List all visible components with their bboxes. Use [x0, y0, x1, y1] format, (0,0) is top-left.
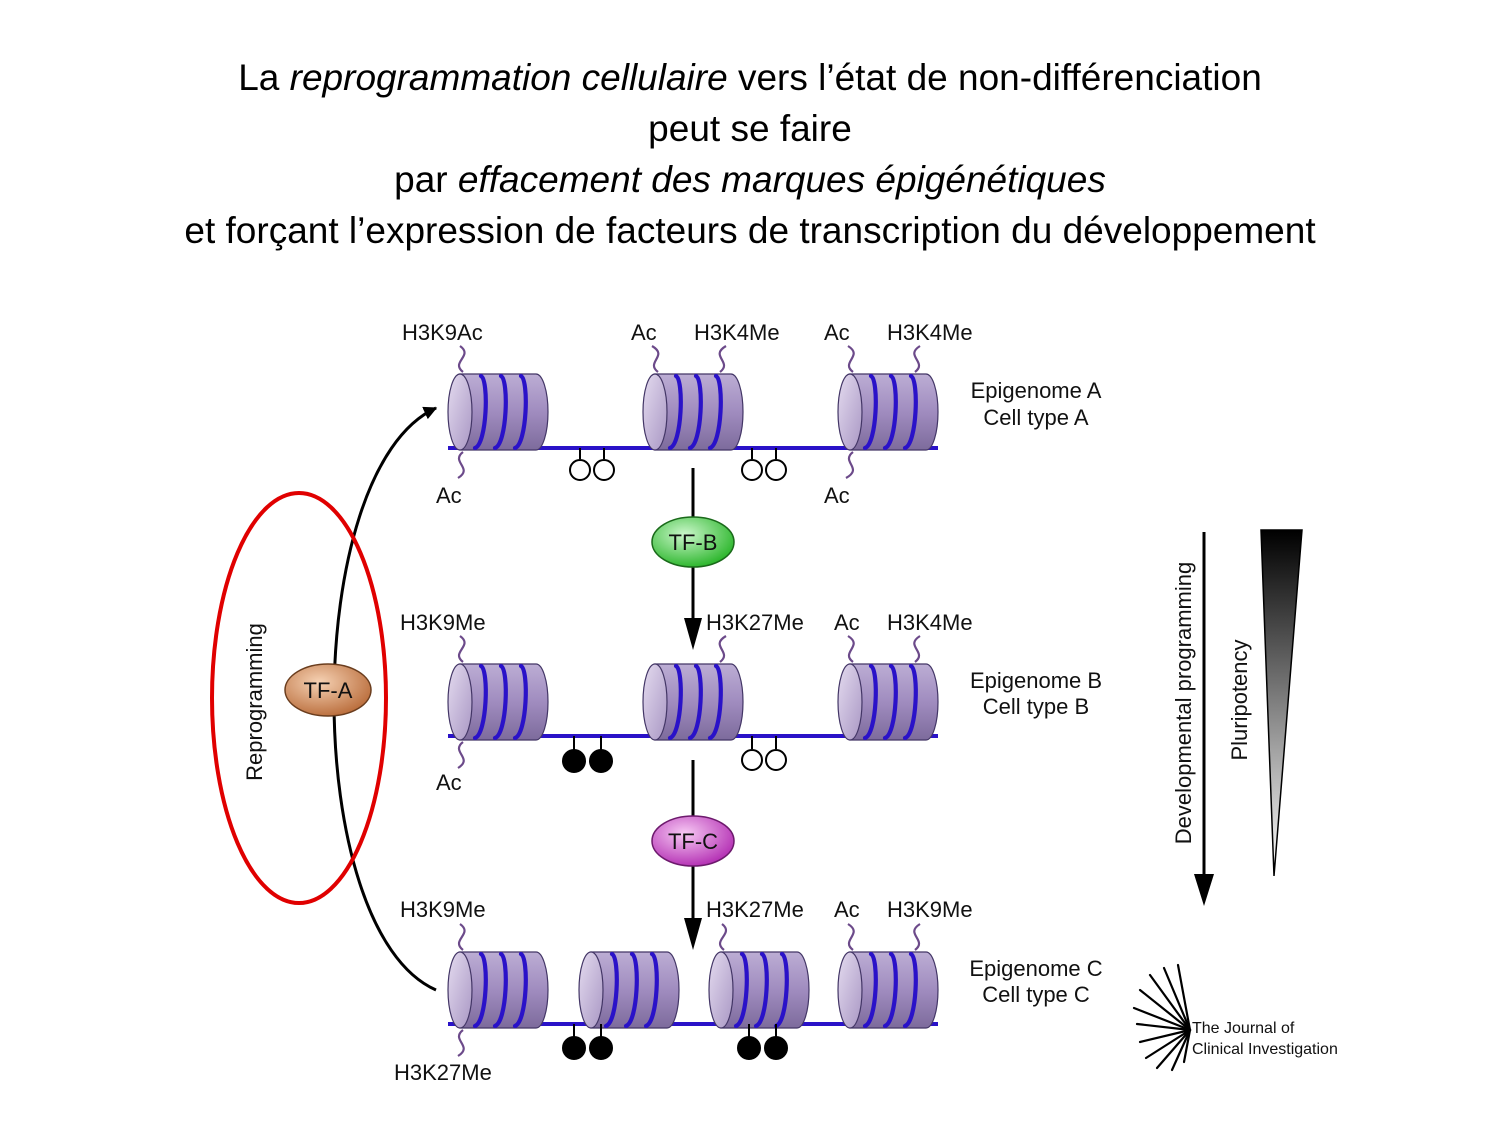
- histone-tails-c: [457, 923, 921, 1057]
- cell-type-a-label: Cell type A: [983, 405, 1088, 430]
- epigenome-a-row: H3K9Ac Ac Ac H3K4Me Ac H3K4Me Ac Epigeno…: [402, 320, 1102, 508]
- mark-b-h3k27me: H3K27Me: [706, 610, 804, 635]
- developmental-arrowhead: [1194, 874, 1214, 906]
- unmethylated-cpg-a: [569, 448, 787, 481]
- reprogramming-label: Reprogramming: [242, 623, 267, 781]
- nucleosome-c1: [448, 952, 548, 1028]
- mark-c-h3k27me-bottom: H3K27Me: [394, 1060, 492, 1085]
- cpg-b: [562, 736, 787, 773]
- methylated-cpg-c: [562, 1024, 788, 1060]
- developmental-axis: Developmental programming Pluripotency: [1171, 529, 1303, 906]
- cell-type-b-label: Cell type B: [983, 694, 1089, 719]
- jci-burst-icon: [1132, 963, 1192, 1072]
- epigenome-c-label: Epigenome C: [969, 956, 1102, 981]
- mark-a-ac-3: Ac: [824, 320, 850, 345]
- epigenome-a-label: Epigenome A: [971, 378, 1102, 403]
- nucleosome-c2: [579, 952, 679, 1028]
- mark-a-h3k4me-3: H3K4Me: [887, 320, 973, 345]
- histone-tails-b: [457, 635, 921, 769]
- arrowhead-b: [684, 618, 702, 650]
- tf-a-label: TF-A: [304, 678, 353, 703]
- epigenome-b-label: Epigenome B: [970, 668, 1102, 693]
- title-line-4: et forçant l’expression de facteurs de t…: [184, 210, 1316, 251]
- mark-c-ac-4: Ac: [834, 897, 860, 922]
- mark-c-h3k9me-1: H3K9Me: [400, 897, 486, 922]
- title-emphasis-effacement: effacement des marques épigénétiques: [457, 159, 1106, 200]
- mark-b-h3k9me: H3K9Me: [400, 610, 486, 635]
- histone-tails-a: [457, 345, 921, 479]
- tf-c-label: TF-C: [668, 829, 718, 854]
- tf-b-label: TF-B: [669, 530, 718, 555]
- mark-b-h3k4me-3: H3K4Me: [887, 610, 973, 635]
- title-line-2: peut se faire: [648, 108, 852, 149]
- nucleosome-c3: [709, 952, 809, 1028]
- tf-c-ellipse: [651, 815, 735, 867]
- highlight-ellipse: [210, 491, 388, 905]
- tf-b-ellipse: [651, 516, 735, 568]
- nucleosome-b3: [838, 664, 938, 740]
- mark-c-h3k27me: H3K27Me: [706, 897, 804, 922]
- cell-type-c-label: Cell type C: [982, 982, 1090, 1007]
- arrowhead-c: [684, 918, 702, 950]
- developmental-step-c: TF-C: [651, 760, 735, 950]
- title-line-3: par effacement des marques épigénétiques: [394, 159, 1106, 200]
- epigenome-c-row: H3K9Me H3K27Me H3K27Me Ac H3K9Me Epigeno…: [394, 897, 1103, 1085]
- pluripotency-label: Pluripotency: [1227, 639, 1252, 760]
- jci-logo-line1: The Journal of: [1192, 1020, 1295, 1037]
- title-line-1: La reprogrammation cellulaire vers l’éta…: [238, 57, 1262, 98]
- developmental-step-b: TF-B: [651, 468, 735, 650]
- reprogramming-path: TF-A Reprogramming: [210, 406, 438, 992]
- mark-c-h3k9me-4: H3K9Me: [887, 897, 973, 922]
- pluripotency-wedge: [1260, 529, 1303, 877]
- epigenome-b-row: H3K9Me Ac H3K27Me Ac H3K4Me Epigenome B …: [400, 610, 1102, 795]
- developmental-label: Developmental programming: [1171, 562, 1196, 844]
- mark-b-ac-bottom-1: Ac: [436, 770, 462, 795]
- mark-a-ac-bottom-3: Ac: [824, 483, 850, 508]
- mark-b-ac-3: Ac: [834, 610, 860, 635]
- nucleosome-a2: [643, 374, 743, 450]
- mark-a-h3k4me-2: H3K4Me: [694, 320, 780, 345]
- nucleosome-a3: [838, 374, 938, 450]
- jci-logo: The Journal of Clinical Investigation: [1132, 963, 1338, 1072]
- tf-a-ellipse: [284, 663, 372, 717]
- title-emphasis-reprogrammation: reprogrammation cellulaire: [289, 57, 728, 98]
- mark-a-ac-2: Ac: [631, 320, 657, 345]
- mark-a-h3k9ac: H3K9Ac: [402, 320, 483, 345]
- mark-a-ac-bottom-1: Ac: [436, 483, 462, 508]
- nucleosome-a1: [448, 374, 548, 450]
- nucleosome-b1: [448, 664, 548, 740]
- nucleosome-b2: [643, 664, 743, 740]
- slide-title: La reprogrammation cellulaire vers l’éta…: [0, 52, 1500, 256]
- nucleosome-c4: [838, 952, 938, 1028]
- jci-logo-line2: Clinical Investigation: [1192, 1041, 1338, 1058]
